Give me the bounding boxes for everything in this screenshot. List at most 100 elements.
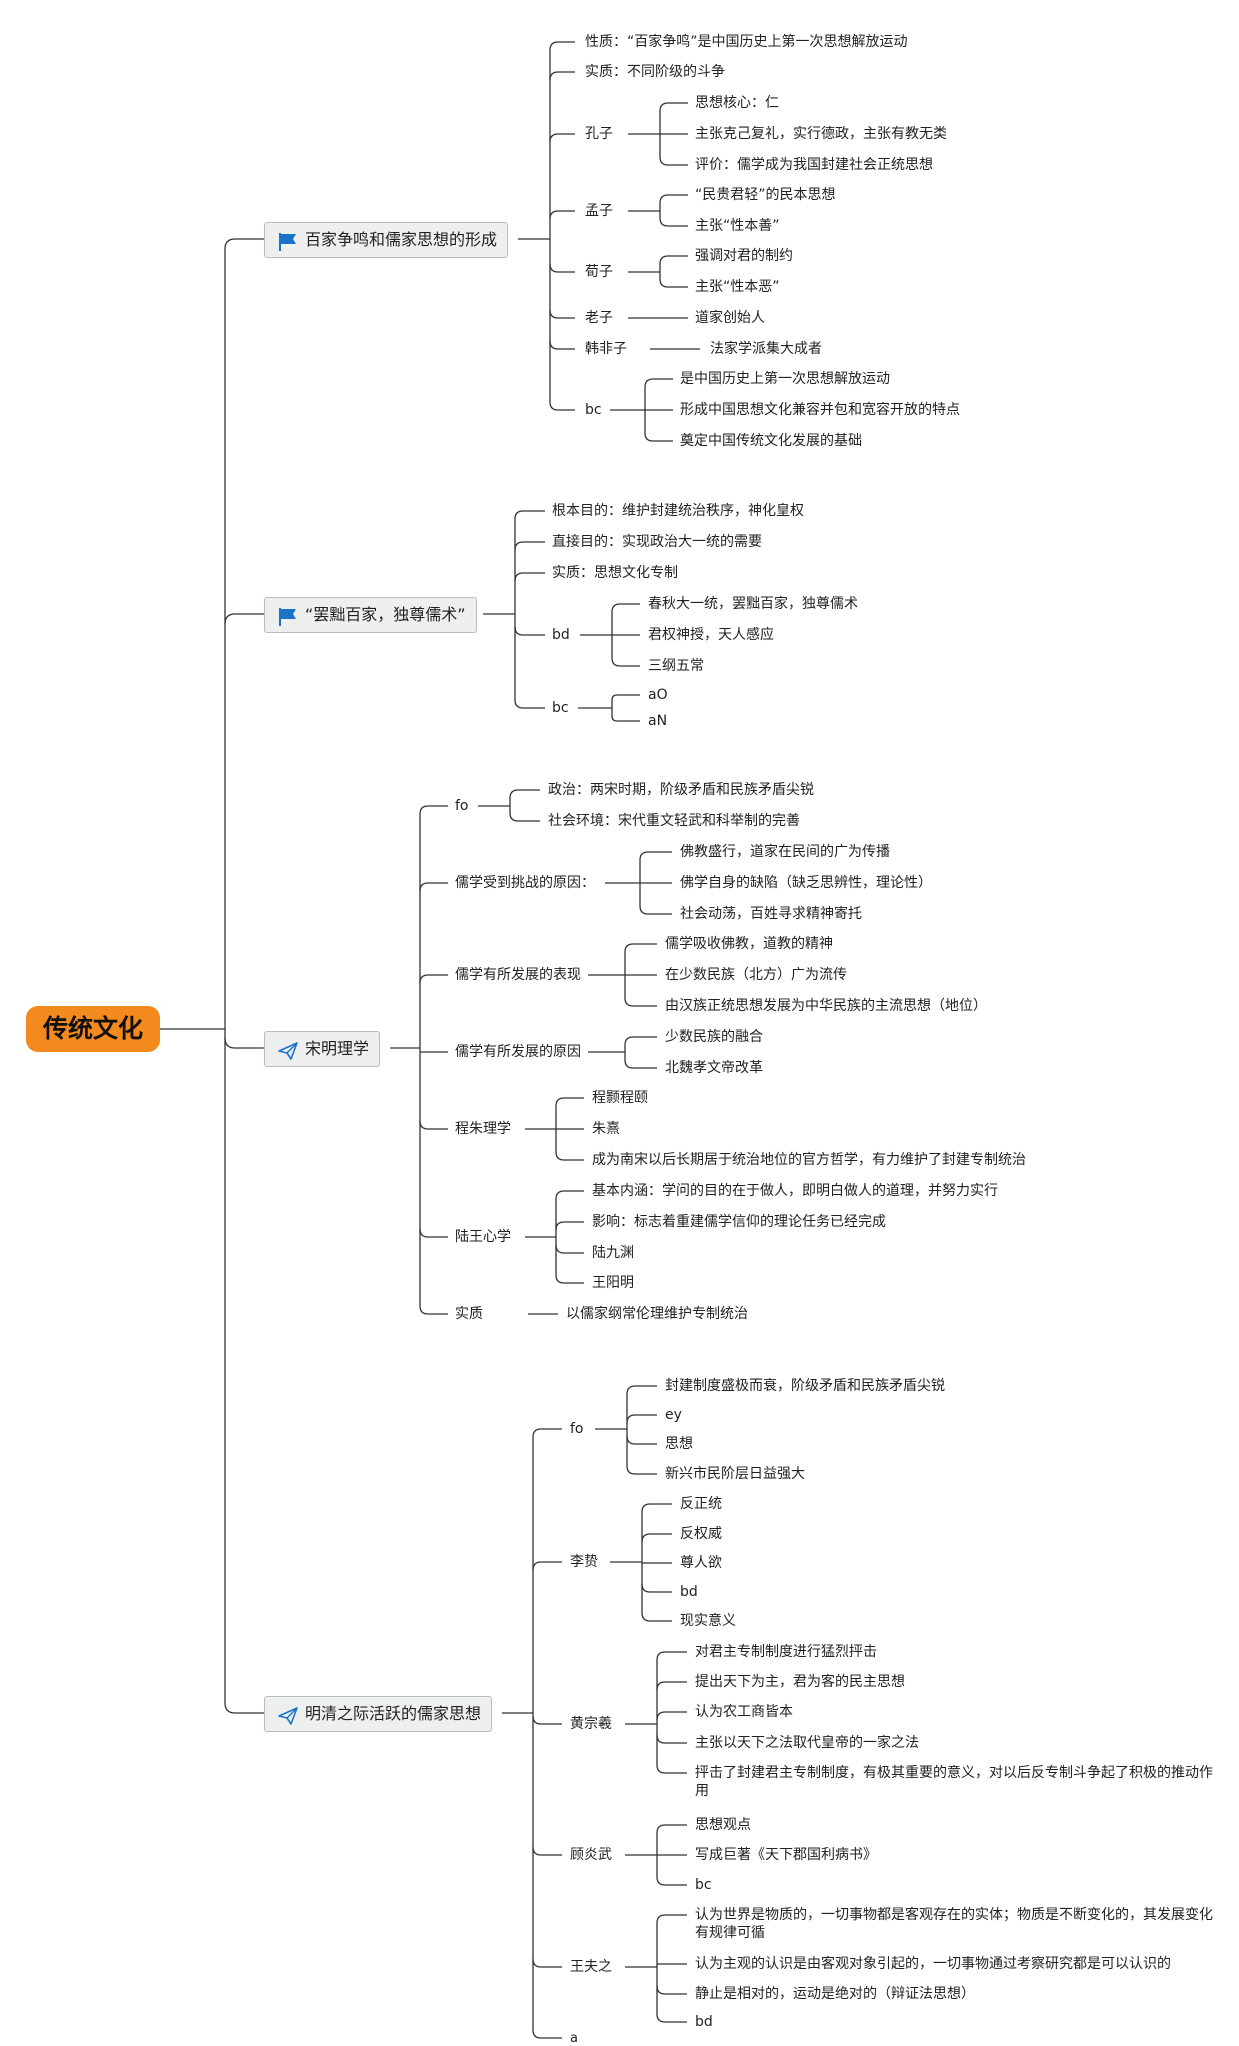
node-essence-1[interactable]: 以儒家纲常伦理维护专制统治 — [566, 1306, 748, 1322]
node-gu-2[interactable]: 写成巨著《天下郡国利病书》 — [695, 1847, 877, 1863]
node-bc[interactable]: bc — [552, 700, 569, 716]
node-wang-4[interactable]: bd — [695, 2014, 713, 2030]
node-wang-2[interactable]: 认为主观的认识是由客观对象引起的，一切事物通过考察研究都是可以认识的 — [695, 1956, 1171, 1972]
node-bd-1[interactable]: 春秋大一统，罢黜百家，独尊儒术 — [648, 596, 858, 612]
node-gu-1[interactable]: 思想观点 — [695, 1817, 751, 1833]
node-luwang-3[interactable]: 陆九渊 — [592, 1245, 634, 1261]
node-development-3[interactable]: 由汉族正统思想发展为中华民族的主流思想（地位） — [665, 998, 987, 1014]
node-huang-1[interactable]: 对君主专制制度进行猛烈抨击 — [695, 1644, 877, 1660]
node-fo-2[interactable]: ey — [665, 1407, 682, 1423]
node-challenge[interactable]: 儒学受到挑战的原因： — [455, 875, 595, 891]
node-luwang-1[interactable]: 基本内涵：学问的目的在于做人，即明白做人的道理，并努力实行 — [592, 1183, 998, 1199]
node-bd-2[interactable]: 君权神授，天人感应 — [648, 627, 774, 643]
node-challenge-1[interactable]: 佛教盛行，道家在民间的广为传播 — [680, 844, 890, 860]
node-reasons[interactable]: 儒学有所发展的原因 — [455, 1044, 581, 1060]
node-reasons-1[interactable]: 少数民族的融合 — [665, 1029, 763, 1045]
node-chengzhu-2[interactable]: 朱熹 — [592, 1121, 620, 1137]
node-fundamental-aim[interactable]: 根本目的：维护封建统治秩序，神化皇权 — [552, 503, 804, 519]
connector — [549, 210, 575, 220]
node-lizhi[interactable]: 李贽 — [570, 1554, 598, 1570]
node-bc-1[interactable]: aO — [648, 687, 668, 703]
node-chengzhu-3[interactable]: 成为南宋以后长期居于统治地位的官方哲学，有力维护了封建专制统治 — [592, 1152, 1026, 1168]
node-a[interactable]: a — [570, 2031, 578, 2046]
node-development[interactable]: 儒学有所发展的表现 — [455, 967, 581, 983]
connector — [549, 401, 575, 411]
node-challenge-3[interactable]: 社会动荡，百姓寻求精神寄托 — [680, 906, 862, 922]
topic-label: 明清之际活跃的儒家思想 — [305, 1704, 482, 1723]
node-fo-2[interactable]: 社会环境：宋代重文轻武和科举制的完善 — [548, 813, 800, 829]
node-fo-1[interactable]: 政治：两宋时期，阶级矛盾和民族矛盾尖锐 — [548, 782, 814, 798]
node-lizhi-1[interactable]: 反正统 — [680, 1496, 722, 1512]
node-development-1[interactable]: 儒学吸收佛教，道教的精神 — [665, 936, 833, 952]
node-fo-4[interactable]: 新兴市民阶层日益强大 — [665, 1466, 805, 1482]
connector — [555, 1274, 584, 1284]
node-bd[interactable]: bd — [552, 627, 570, 643]
node-laozi[interactable]: 老子 — [585, 310, 613, 326]
node-hanfeizi-1[interactable]: 法家学派集大成者 — [710, 341, 822, 357]
connector — [419, 974, 448, 984]
node-bc-2[interactable]: 形成中国思想文化兼容并包和宽容开放的特点 — [680, 402, 960, 418]
node-xunzi-2[interactable]: 主张“性本恶” — [695, 279, 780, 295]
topic-label: “罢黜百家，独尊儒术” — [305, 605, 466, 624]
node-lizhi-5[interactable]: 现实意义 — [680, 1613, 736, 1629]
node-huang-4[interactable]: 主张以天下之法取代皇帝的一家之法 — [695, 1735, 919, 1751]
node-mencius[interactable]: 孟子 — [585, 203, 613, 219]
connector — [532, 1561, 562, 1571]
node-reasons-2[interactable]: 北魏孝文帝改革 — [665, 1060, 763, 1076]
node-fo-1[interactable]: 封建制度盛极而衰，阶级矛盾和民族矛盾尖锐 — [665, 1378, 945, 1394]
connector — [514, 541, 545, 551]
node-direct-aim[interactable]: 直接目的：实现政治大一统的需要 — [552, 534, 762, 550]
node-chengzhu[interactable]: 程朱理学 — [455, 1121, 511, 1137]
node-bc-3[interactable]: 奠定中国传统文化发展的基础 — [680, 433, 862, 449]
node-wang-1[interactable]: 认为世界是物质的，一切事物都是客观存在的实体；物质是不断变化的，其发展变化有规律… — [695, 1907, 1213, 1941]
node-mencius-1[interactable]: “民贵君轻”的民本思想 — [695, 187, 836, 203]
node-xunzi[interactable]: 荀子 — [585, 264, 613, 280]
node-huang-2[interactable]: 提出天下为主，君为客的民主思想 — [695, 1674, 905, 1690]
node-challenge-2[interactable]: 佛学自身的缺陷（缺乏思辨性，理论性） — [680, 875, 932, 891]
node-hanfeizi[interactable]: 韩非子 — [585, 341, 627, 357]
root-node[interactable]: 传统文化 — [26, 1006, 160, 1052]
node-bd-3[interactable]: 三纲五常 — [648, 658, 704, 674]
node-lizhi-4[interactable]: bd — [680, 1584, 698, 1600]
node-huang-3[interactable]: 认为农工商皆本 — [695, 1704, 793, 1720]
node-wang[interactable]: 王夫之 — [570, 1959, 612, 1975]
node-xunzi-1[interactable]: 强调对君的制约 — [695, 248, 793, 264]
node-chengzhu-1[interactable]: 程颢程颐 — [592, 1090, 648, 1106]
connector — [555, 1244, 584, 1254]
node-huang[interactable]: 黄宗羲 — [570, 1716, 612, 1732]
node-essence[interactable]: 实质：不同阶级的斗争 — [585, 64, 725, 80]
node-gu[interactable]: 顾炎武 — [570, 1847, 612, 1863]
connector — [639, 851, 672, 861]
topic-hundred-schools[interactable]: 百家争鸣和儒家思想的形成 — [264, 222, 509, 258]
node-confucius-core[interactable]: 思想核心：仁 — [695, 95, 779, 111]
connector — [624, 1059, 657, 1069]
connector — [656, 1711, 687, 1721]
node-lizhi-3[interactable]: 尊人欲 — [680, 1555, 722, 1571]
node-luwang-4[interactable]: 王阳明 — [592, 1275, 634, 1291]
connector — [624, 1036, 657, 1046]
node-bc-1[interactable]: 是中国历史上第一次思想解放运动 — [680, 371, 890, 387]
node-gu-3[interactable]: bc — [695, 1877, 712, 1893]
node-huang-5[interactable]: 抨击了封建君主专制制度，有极其重要的意义，对以后反专制斗争起了积极的推动作用 — [695, 1765, 1213, 1799]
node-confucius-eval[interactable]: 评价：儒学成为我国封建社会正统思想 — [695, 157, 933, 173]
node-luwang-2[interactable]: 影响：标志着重建儒学信仰的理论任务已经完成 — [592, 1214, 886, 1230]
node-mencius-2[interactable]: 主张“性本善” — [695, 218, 780, 234]
topic-ming-qing-thought[interactable]: 明清之际活跃的儒家思想 — [264, 1696, 493, 1732]
node-development-2[interactable]: 在少数民族（北方）广为流传 — [665, 967, 847, 983]
topic-song-ming-lixue[interactable]: 宋明理学 — [264, 1031, 381, 1067]
node-confucius[interactable]: 孔子 — [585, 126, 613, 142]
node-essence[interactable]: 实质：思想文化专制 — [552, 565, 678, 581]
topic-confucianism-only[interactable]: “罢黜百家，独尊儒术” — [264, 597, 477, 633]
node-nature[interactable]: 性质：“百家争鸣”是中国历史上第一次思想解放运动 — [585, 34, 908, 50]
node-laozi-1[interactable]: 道家创始人 — [695, 310, 765, 326]
node-wang-3[interactable]: 静止是相对的，运动是绝对的（辩证法思想） — [695, 1986, 975, 2002]
node-fo[interactable]: fo — [455, 798, 469, 814]
node-bc-2[interactable]: aN — [648, 713, 668, 729]
node-confucius-claim[interactable]: 主张克己复礼，实行德政，主张有教无类 — [695, 126, 947, 142]
node-luwang[interactable]: 陆王心学 — [455, 1229, 511, 1245]
node-fo-3[interactable]: 思想 — [665, 1436, 693, 1452]
node-bc[interactable]: bc — [585, 402, 602, 418]
node-essence[interactable]: 实质 — [455, 1306, 483, 1322]
node-fo[interactable]: fo — [570, 1421, 584, 1437]
node-lizhi-2[interactable]: 反权威 — [680, 1526, 722, 1542]
